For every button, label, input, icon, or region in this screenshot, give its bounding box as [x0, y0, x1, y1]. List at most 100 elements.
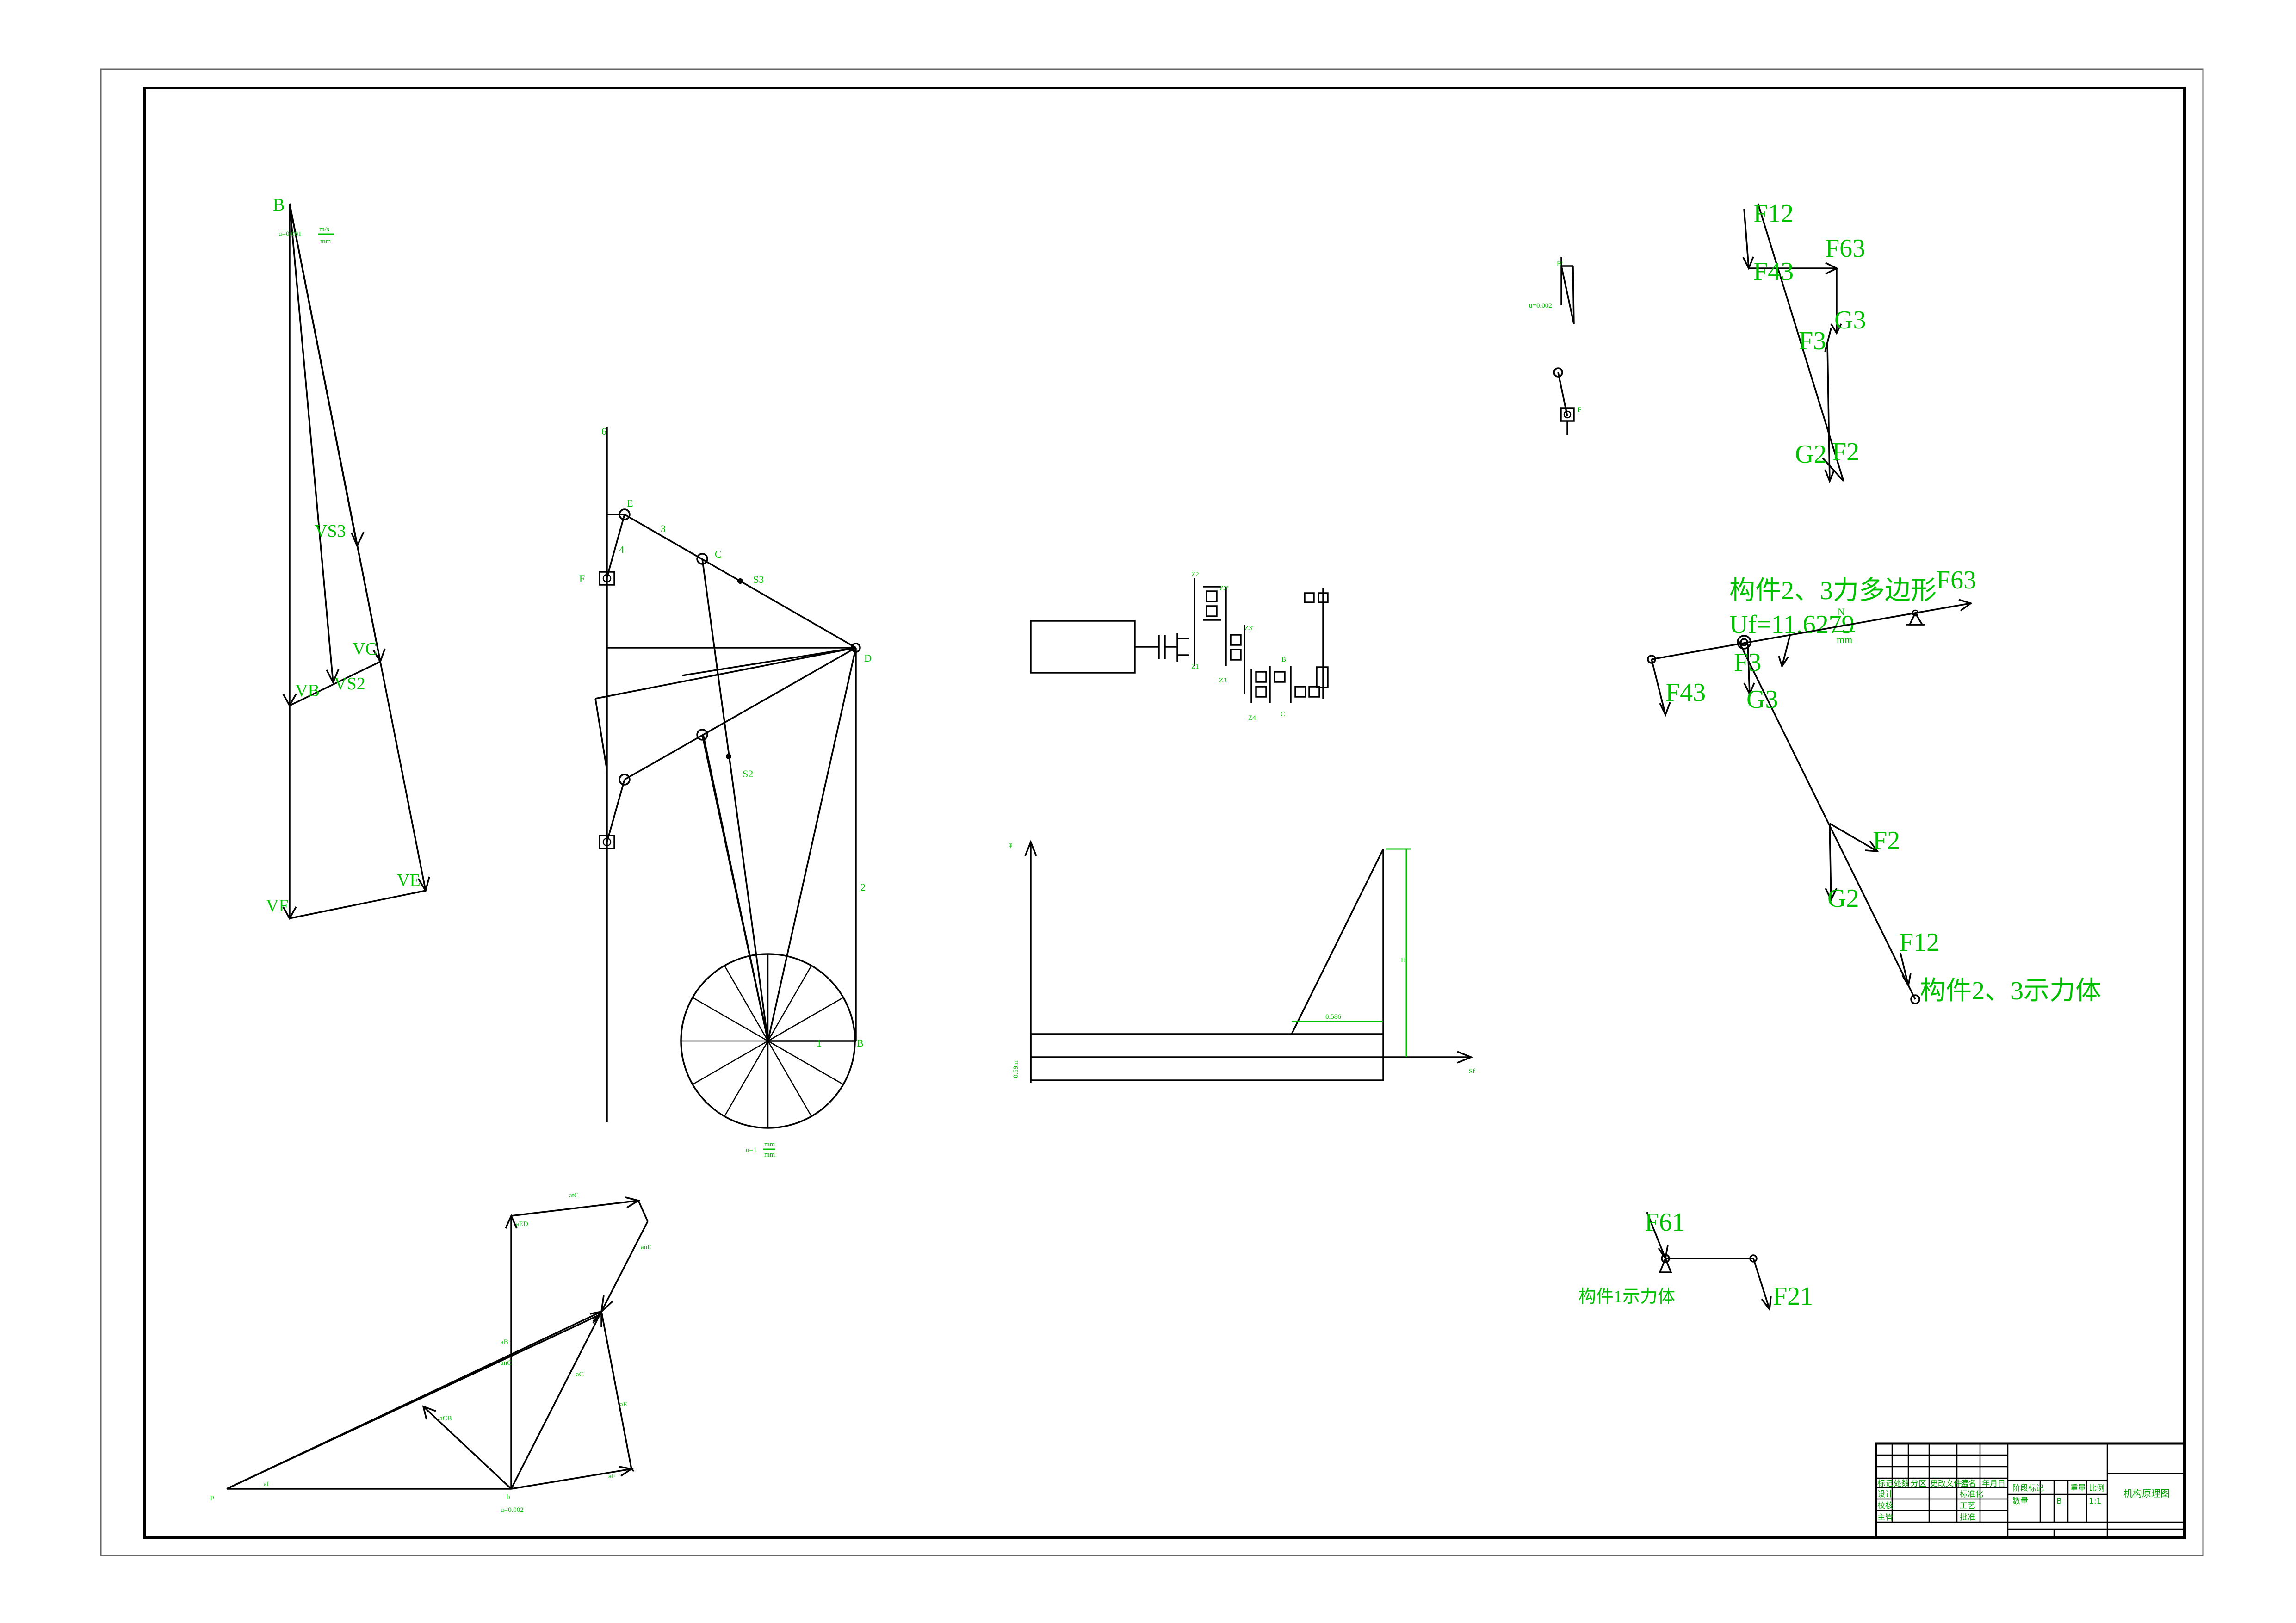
fp1-label-f3: F3 — [1799, 327, 1826, 355]
acc-label-atc: atC — [569, 1192, 579, 1199]
tb-h-sign: 签名 — [1961, 1479, 1976, 1488]
fp1-label-g3: G3 — [1834, 306, 1866, 335]
disp-label-x: Sf — [1469, 1068, 1475, 1075]
fb23-scale-unit-bot: mm — [1837, 634, 1852, 645]
fp1-label-f12: F12 — [1753, 199, 1794, 228]
sketch-label: B' — [1557, 260, 1563, 268]
fb23-label-f12: F12 — [1899, 928, 1939, 957]
acceleration-polygon: p af b aB anC aC aE aCB aF atC anE aED u… — [210, 1192, 651, 1514]
vel-label-vb: VB — [295, 681, 320, 700]
mech-label-3: 3 — [661, 523, 666, 534]
tb-r-qty: 数量 — [2012, 1497, 2028, 1506]
tb-r-check: 校核 — [1877, 1501, 1893, 1511]
mech-scale: u=1 — [746, 1146, 756, 1154]
fb23-title: 构件2、3力多边形 — [1729, 576, 1937, 605]
disp-label-y: φ — [1009, 841, 1013, 849]
inner-frame — [143, 87, 2186, 1539]
fb23-label-f63: F63 — [1936, 566, 1976, 595]
fb23-label-g3: G3 — [1746, 685, 1778, 714]
tb-r-approve: 批准 — [1960, 1513, 1975, 1522]
fb23-scale-unit-top: N — [1838, 606, 1845, 618]
tb-h-ratio: 比例 — [2089, 1484, 2104, 1493]
acc-label-b: b — [507, 1493, 510, 1501]
tb-h-weight: 重量 — [2070, 1484, 2086, 1493]
fp1-label-f63: F63 — [1825, 234, 1865, 263]
mech-scale-unit-top: mm — [764, 1141, 775, 1148]
fb23-caption: 构件2、3示力体 — [1920, 977, 2101, 1005]
free-body-1: F61 F21 构件1示力体 — [1578, 1208, 1813, 1312]
gear-label-z2p: Z2' — [1219, 585, 1229, 592]
acc-label-anc: anC — [501, 1359, 512, 1367]
tb-h-mark: 标记 — [1877, 1479, 1893, 1488]
gear-label-z1: Z1 — [1191, 663, 1199, 670]
fp1-label-g2: G2 — [1795, 440, 1826, 469]
acc-label-ae: aE — [620, 1401, 627, 1408]
tb-h-zone: 分区 — [1911, 1479, 1926, 1488]
fb23-label-f43: F43 — [1665, 678, 1706, 707]
vel-label-vc: VC — [353, 639, 377, 659]
small-sketches: B' u=0.002 F — [1529, 257, 1581, 435]
tb-r-design: 设计 — [1877, 1490, 1893, 1499]
fb1-label-f21: F21 — [1773, 1282, 1813, 1311]
title-block: 标记 处数 分区 更改文件号 签名 年月日 阶段标记 重量 比例 数量 B 1:… — [1875, 1442, 2186, 1539]
fp1-label-f2: F2 — [1832, 438, 1859, 466]
fb1-caption: 构件1示力体 — [1578, 1287, 1675, 1307]
mech-label-2: 2 — [860, 881, 866, 893]
gear-label-b: B — [1281, 656, 1286, 663]
tb-h-stage: 阶段标记 — [2012, 1484, 2044, 1493]
tb-v-b: B — [2056, 1497, 2062, 1506]
gear-train: Z2 Z2' Z1 Z3' Z3 Z4 C B — [1030, 571, 1329, 722]
slider-label: F — [1578, 406, 1581, 414]
gear-label-z2: Z2 — [1191, 571, 1199, 578]
tb-drawing-name: 机构原理图 — [2123, 1488, 2170, 1499]
vel-label-ve: VE — [397, 871, 421, 890]
acc-label-aed: aED — [516, 1220, 528, 1228]
tb-r-craft: 工艺 — [1960, 1501, 1975, 1511]
acc-label-ane: anE — [641, 1244, 651, 1251]
mech-scale-unit-bot: mm — [764, 1151, 775, 1158]
fp1-label-f43: F43 — [1753, 257, 1794, 286]
acc-label-acb: aCB — [439, 1415, 452, 1422]
tb-h-docno: 更改文件号 — [1930, 1479, 1969, 1488]
vel-scale: u=0.001 — [278, 230, 302, 238]
vel-label-vf: VF — [266, 896, 289, 916]
fb23-label-f2: F2 — [1873, 826, 1900, 855]
acc-scale: u=0.002 — [501, 1506, 524, 1514]
tb-r-std: 标准化 — [1960, 1490, 1983, 1499]
vel-label-b: B — [273, 195, 285, 215]
gear-label-c: C — [1281, 711, 1285, 718]
tb-h-date: 年月日 — [1982, 1479, 2005, 1488]
acc-label-af2: af — [264, 1481, 269, 1488]
mech-label-b: B — [857, 1037, 864, 1049]
motor-box — [1030, 620, 1136, 674]
tb-r-main: 主管 — [1877, 1513, 1893, 1522]
vel-scale-unit-bot: mm — [320, 238, 331, 245]
fb23-label-g2: G2 — [1827, 884, 1859, 913]
gear-label-z4: Z4 — [1248, 714, 1256, 722]
mech-label-c: C — [715, 548, 722, 560]
mech-label-f: F — [579, 573, 585, 584]
disp-label-h: H — [1401, 957, 1406, 964]
mech-label-s2: S2 — [743, 768, 753, 780]
sketch-scale: u=0.002 — [1529, 302, 1552, 310]
free-body-23: 构件2、3力多边形 Uf=11.6279 N mm F63 F43 F3 G3 … — [1647, 566, 2101, 1005]
mech-label-e: E — [627, 497, 633, 509]
mechanism-diagram: 6 E 3 4 C S3 F D S2 2 1 B u=1 mm mm — [579, 426, 872, 1158]
gear-label-z3p: Z3' — [1244, 625, 1254, 632]
disp-label-step: 0.586 — [1325, 1013, 1341, 1021]
force-polygon-1: F12 F63 F43 G3 F3 G2 F2 — [1742, 199, 1866, 483]
mech-label-s3: S3 — [753, 574, 764, 585]
fb23-label-f3: F3 — [1734, 648, 1761, 677]
acc-label-p: p — [210, 1493, 214, 1501]
vel-label-vs2: VS2 — [334, 674, 365, 694]
vel-label-vs3: VS3 — [315, 521, 346, 541]
acc-label-af: aF — [608, 1473, 615, 1480]
outer-frame — [100, 68, 2204, 1556]
mech-label-4: 4 — [619, 544, 624, 555]
velocity-polygon: B VS3 VC VB VS2 VF VE u=0.001 m/s mm — [266, 195, 430, 920]
fb1-label-f61: F61 — [1645, 1208, 1685, 1237]
gear-label-z3: Z3 — [1219, 677, 1227, 684]
vel-scale-unit-top: m/s — [319, 226, 329, 233]
acc-label-ab: aB — [501, 1338, 508, 1346]
